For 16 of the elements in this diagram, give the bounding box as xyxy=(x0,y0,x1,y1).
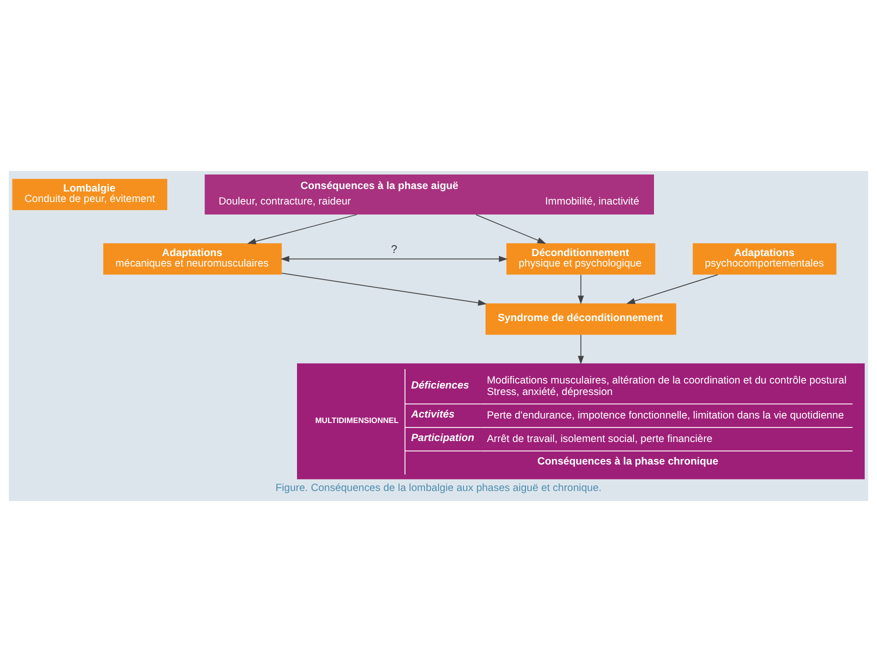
arrow xyxy=(476,214,546,244)
node-box: Lombalgie Conduite de peur, évitement xyxy=(12,178,168,210)
arrow xyxy=(578,334,584,365)
node-box: Adaptations mécaniques et neuromusculaires xyxy=(103,243,282,275)
edge-label: ? xyxy=(390,244,398,256)
arrow xyxy=(247,214,358,244)
arrow xyxy=(281,272,487,306)
node-box: Syndrome de déconditionnement xyxy=(486,303,676,335)
caption: Figure. Conséquences de la lombalgie aux phases aiguë et chronique. xyxy=(275,483,602,494)
node-box: Conséquences à la phase aiguë Douleur, contracture, raideur Immobilité, inactivité xyxy=(204,174,654,215)
arrow xyxy=(280,256,508,262)
node-box: MULTIDIMENSIONNEL Déficiences Modifications musculaires, altération de la coordination et du contrôle postural Stress, anxiété, dépression Activités Perte d'endurance, impotence fonctionnelle, limitation dans la vie quotidienne Participation Arrêt de travail, isolement social, perte financière Conséquences à la phase chronique xyxy=(297,363,865,480)
node-box: Déconditionnement physique et psychologique xyxy=(506,243,656,275)
arrow xyxy=(626,274,718,304)
arrow xyxy=(578,274,584,304)
node-box: Adaptations psychocomportementales xyxy=(692,243,836,275)
